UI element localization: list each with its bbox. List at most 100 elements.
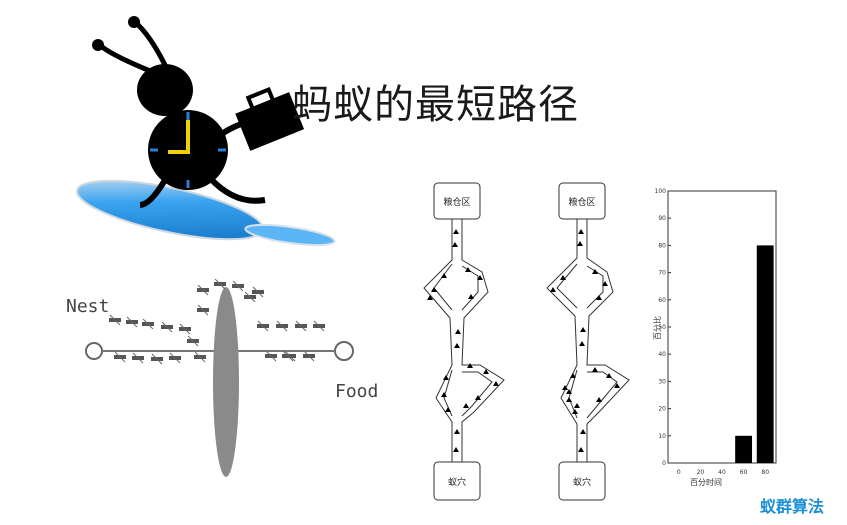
y-tick-label: 90	[658, 215, 666, 222]
path-outline	[546, 219, 630, 462]
briefcase-icon	[235, 86, 305, 151]
y-tick-label: 70	[658, 270, 666, 277]
ant-marker-leg	[303, 350, 315, 362]
ant-triangle	[550, 287, 556, 292]
ant-marker-leg	[142, 318, 154, 330]
y-tick-label: 80	[658, 242, 666, 249]
ant-antenna-tip	[128, 16, 140, 28]
ant-triangle	[580, 429, 586, 434]
bar	[756, 245, 774, 463]
food-node	[334, 341, 354, 361]
ant-triangle	[560, 275, 566, 280]
ant-marker-leg	[109, 314, 121, 326]
y-tick-label: 50	[658, 324, 666, 331]
ant-triangle	[592, 367, 598, 372]
x-tick-label: 40	[718, 469, 726, 476]
ant-triangle	[606, 373, 612, 378]
ant-triangle	[453, 229, 459, 234]
food-label: Food	[335, 381, 379, 402]
ant-triangle	[578, 229, 584, 234]
path-outline	[423, 219, 505, 462]
ant-triangle	[477, 275, 483, 280]
ant-triangle	[427, 295, 433, 300]
ant-triangle	[580, 327, 586, 332]
top-box-label: 粮仓区	[568, 196, 595, 208]
ant-markers-group	[427, 229, 499, 452]
x-tick-label: 80	[761, 469, 769, 476]
brand-label: 蚁群算法	[760, 497, 825, 516]
ant-marker-leg	[132, 352, 144, 364]
ant-triangle	[445, 407, 451, 412]
ant-marker-leg	[187, 335, 199, 347]
ant-triangle	[602, 281, 608, 286]
ant-marker-leg	[197, 304, 209, 316]
ant-triangle	[455, 329, 461, 334]
nest-node	[85, 342, 103, 360]
x-tick-label: 0	[677, 469, 681, 476]
ant-triangle	[441, 273, 447, 278]
ant-triangle	[453, 447, 459, 452]
ant-triangle	[578, 447, 584, 452]
ant-marker-leg	[126, 316, 138, 328]
top-box	[433, 182, 481, 220]
ant-triangle	[454, 429, 460, 434]
ant-marker-leg	[295, 320, 307, 332]
path-diagram-2: 粮仓区 蚁穴	[546, 182, 630, 501]
ant-triangle	[467, 363, 473, 368]
y-tick-label: 60	[658, 297, 666, 304]
bottom-box-label: 蚁穴	[573, 476, 591, 488]
ant-marker-leg	[214, 278, 226, 290]
ant-antenna	[133, 20, 168, 67]
y-tick-label: 40	[658, 351, 666, 358]
ant-triangle	[443, 375, 449, 380]
ant-markers-group	[109, 278, 325, 365]
obstacle	[213, 287, 239, 477]
ant-marker-leg	[232, 280, 244, 292]
bottom-box	[433, 461, 481, 501]
nest-food-obstacle-figure	[85, 278, 354, 477]
ant-triangle	[592, 269, 598, 274]
ant-triangle	[452, 242, 458, 247]
ant-leg	[139, 178, 168, 208]
ant-triangle	[562, 385, 568, 390]
ant-marker-leg	[313, 320, 325, 332]
ant-triangle	[431, 287, 437, 292]
y-tick-label: 20	[658, 406, 666, 413]
ant-marker-leg	[276, 320, 288, 332]
ant-triangle	[463, 403, 469, 408]
ant-triangle	[441, 392, 447, 397]
ant-triangle	[566, 389, 572, 394]
ant-triangle	[614, 383, 620, 388]
ant-antenna-tip	[92, 39, 104, 51]
ant-triangle	[596, 295, 602, 300]
ant-marker-leg	[179, 323, 191, 335]
ant-triangle	[483, 369, 489, 374]
ant-triangle	[454, 343, 460, 348]
nest-label: Nest	[66, 296, 110, 317]
ant-surfer-illustration	[75, 16, 336, 247]
ant-triangle	[577, 241, 583, 246]
ant-marker-leg	[114, 351, 126, 363]
bars-group	[735, 245, 774, 463]
bottom-box	[558, 461, 606, 501]
ant-markers-group	[550, 229, 620, 452]
ant-marker-leg	[244, 291, 256, 303]
slide-title: 蚂蚁的最短路径	[292, 82, 579, 128]
y-tick-label: 30	[658, 378, 666, 385]
y-tick-label: 100	[655, 188, 667, 195]
top-box-label: 粮仓区	[443, 196, 470, 208]
ant-triangle	[493, 381, 499, 386]
ant-triangle	[570, 373, 576, 378]
path-diagram-1: 粮仓区 蚁穴	[423, 182, 505, 501]
ant-marker-leg	[194, 351, 206, 363]
top-box	[558, 182, 606, 220]
ant-marker-leg	[252, 286, 264, 298]
ant-triangle	[566, 397, 572, 402]
x-tick-label: 60	[740, 469, 748, 476]
ant-marker-leg	[282, 350, 294, 362]
clock-hands	[168, 120, 190, 154]
ant-triangle	[475, 395, 481, 400]
